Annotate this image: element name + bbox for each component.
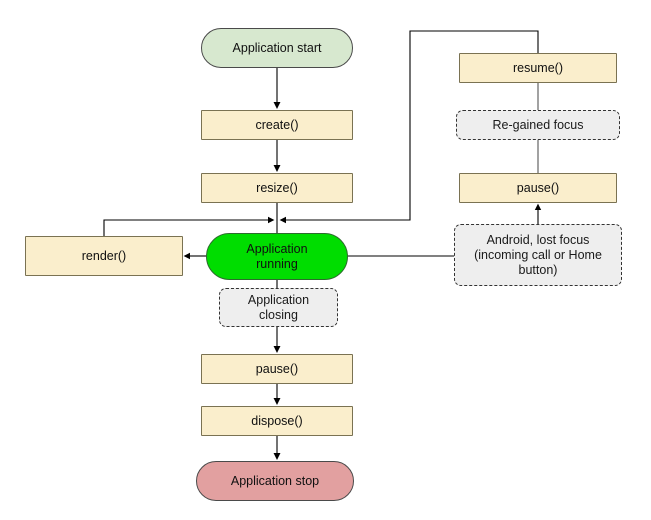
node-pause-lost-focus-label: pause() <box>516 180 560 195</box>
node-application-start-label: Application start <box>232 40 322 55</box>
node-pause-closing[interactable]: pause() <box>201 354 353 384</box>
node-application-running-label: Application running <box>246 241 308 271</box>
node-dispose[interactable]: dispose() <box>201 406 353 436</box>
node-pause-lost-focus[interactable]: pause() <box>459 173 617 203</box>
node-create[interactable]: create() <box>201 110 353 140</box>
node-resize[interactable]: resize() <box>201 173 353 203</box>
node-android-lost-focus-label: Android, lost focus (incoming call or Ho… <box>474 232 602 277</box>
edge-resume-to-running <box>279 30 539 224</box>
node-android-lost-focus[interactable]: Android, lost focus (incoming call or Ho… <box>454 224 622 286</box>
node-application-stop[interactable]: Application stop <box>196 461 354 501</box>
node-dispose-label: dispose() <box>251 413 303 428</box>
node-pause-closing-label: pause() <box>255 361 299 376</box>
node-re-gained-focus[interactable]: Re-gained focus <box>456 110 620 140</box>
node-resume-label: resume() <box>512 60 563 75</box>
edge-android-note-to-pause <box>534 203 542 224</box>
node-application-closing[interactable]: Application closing <box>219 288 338 327</box>
edge-running-to-render <box>183 252 206 260</box>
node-re-gained-focus-label: Re-gained focus <box>492 117 584 132</box>
node-application-stop-label: Application stop <box>230 473 320 488</box>
node-application-closing-label: Application closing <box>247 292 310 322</box>
node-render-label: render() <box>81 248 127 263</box>
node-application-running[interactable]: Application running <box>206 233 348 280</box>
node-application-start[interactable]: Application start <box>201 28 353 68</box>
node-resize-label: resize() <box>256 180 298 195</box>
node-render[interactable]: render() <box>25 236 183 276</box>
node-resume[interactable]: resume() <box>459 53 617 83</box>
edge-render-to-running <box>103 216 275 236</box>
node-create-label: create() <box>255 117 299 132</box>
